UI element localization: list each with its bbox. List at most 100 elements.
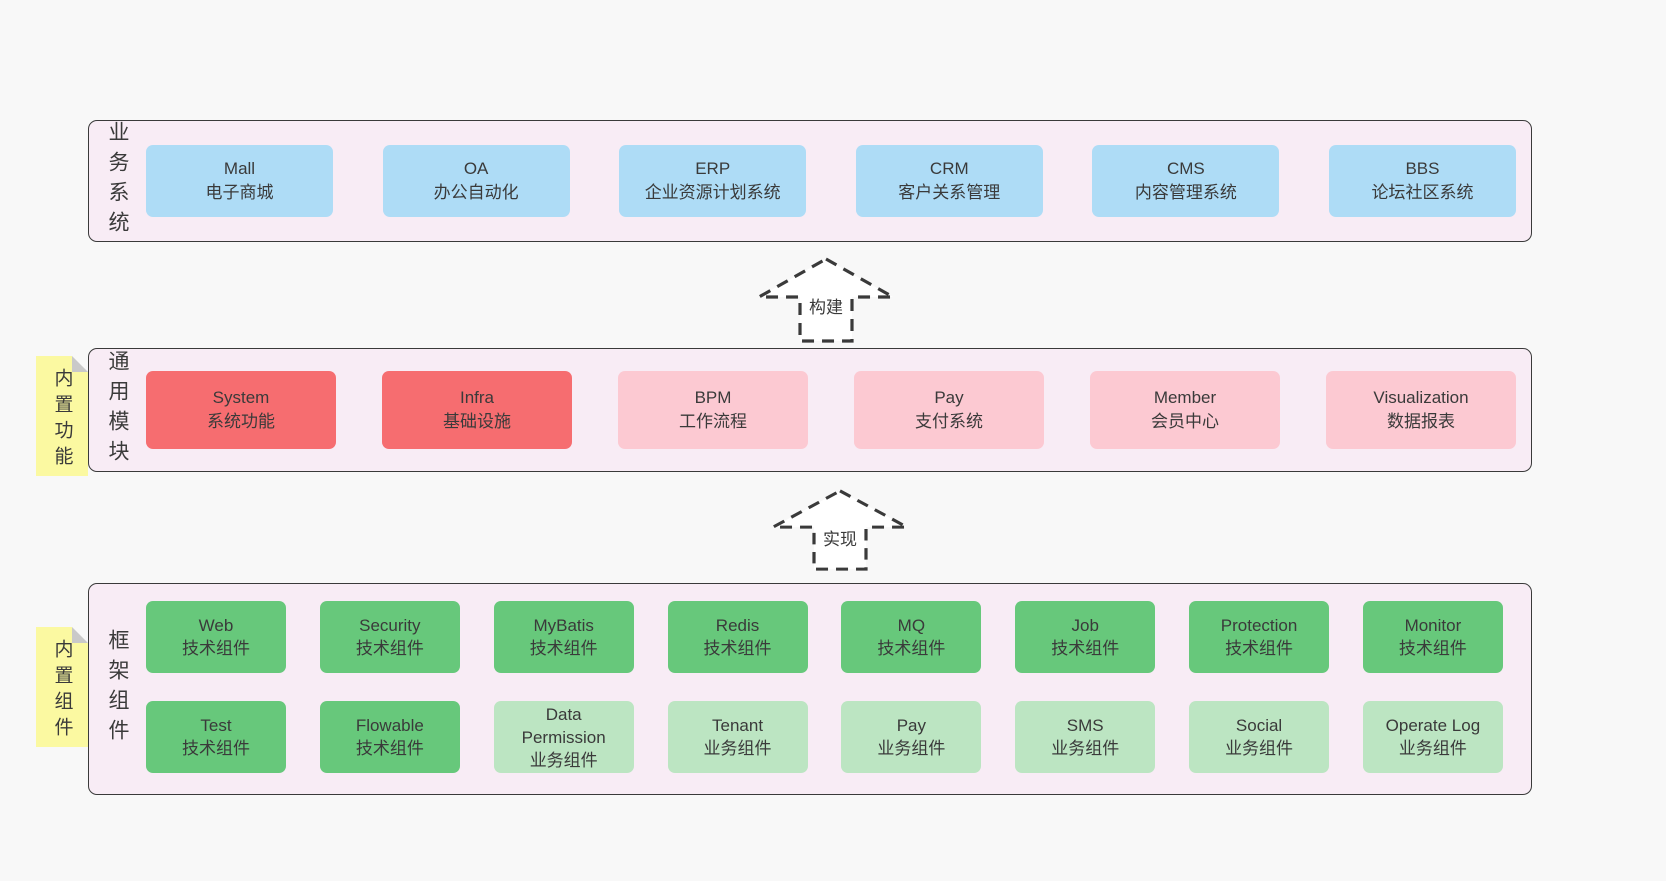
box-member: Member 会员中心 <box>1090 371 1280 449</box>
box-desc: 办公自动化 <box>433 183 519 202</box>
box-desc: 技术组件 <box>1398 639 1467 658</box>
box-redis: Redis 技术组件 <box>667 601 808 673</box>
arrow-label-implement: 实现 <box>820 524 860 551</box>
box-name: Tenant <box>712 716 764 735</box>
box-desc: 业务组件 <box>1225 739 1294 758</box>
box-desc: 系统功能 <box>207 412 275 431</box>
box-name: OA <box>463 159 489 178</box>
box-system: System 系统功能 <box>146 371 336 449</box>
box-desc: 论坛社区系统 <box>1371 183 1474 202</box>
box-name: Security <box>359 616 421 635</box>
box-desc: 业务组件 <box>703 739 772 758</box>
box-desc: 工作流程 <box>679 412 747 431</box>
box-pay: Pay 支付系统 <box>854 371 1044 449</box>
box-name: Pay <box>896 716 927 735</box>
box-crm: CRM 客户关系管理 <box>855 145 1043 217</box>
box-desc: 业务组件 <box>1398 739 1467 758</box>
box-flowable: Flowable 技术组件 <box>319 701 460 773</box>
box-pay: Pay 业务组件 <box>841 701 982 773</box>
box-desc: 技术组件 <box>529 639 598 658</box>
box-desc: 基础设施 <box>443 412 511 431</box>
box-desc: 电子商城 <box>205 183 274 202</box>
box-desc: 数据报表 <box>1387 412 1455 431</box>
box-desc: 客户关系管理 <box>898 183 1001 202</box>
box-desc: 业务组件 <box>877 739 946 758</box>
box-desc: 技术组件 <box>877 639 946 658</box>
box-name: Member <box>1153 388 1217 407</box>
box-name: Redis <box>715 616 760 635</box>
box-name: Monitor <box>1404 616 1462 635</box>
box-protection: Protection 技术组件 <box>1189 601 1330 673</box>
box-bpm: BPM 工作流程 <box>618 371 808 449</box>
sticky-note-built-in-components: 内置组件 <box>36 627 88 747</box>
box-job: Job 技术组件 <box>1015 601 1156 673</box>
box-desc: 会员中心 <box>1151 412 1219 431</box>
box-web: Web 技术组件 <box>146 601 286 673</box>
box-tenant: Tenant 业务组件 <box>667 701 808 773</box>
box-name: System <box>212 388 270 407</box>
side-label-framework-components: 框架组件 <box>106 629 129 749</box>
sticky-note-built-in-features: 内置功能 <box>36 356 88 476</box>
box-data-permission: Data Permission 业务组件 <box>493 701 634 773</box>
up-arrow-build: 构建 <box>756 256 896 344</box>
box-desc: 内容管理系统 <box>1134 183 1237 202</box>
box-oa: OA 办公自动化 <box>382 145 570 217</box>
box-name: BPM <box>694 388 732 407</box>
box-desc: 技术组件 <box>1225 639 1294 658</box>
box-bbs: BBS 论坛社区系统 <box>1328 145 1516 217</box>
box-desc: 业务组件 <box>1051 739 1120 758</box>
side-label-common-modules: 通用模块 <box>106 350 129 470</box>
box-name: CMS <box>1166 159 1205 178</box>
box-sms: SMS 业务组件 <box>1015 701 1156 773</box>
box-name: Social <box>1235 716 1283 735</box>
arrow-label-build: 构建 <box>806 292 846 319</box>
sticky-note-label: 内置组件 <box>51 639 73 743</box>
box-name: Pay <box>934 388 964 407</box>
box-test: Test 技术组件 <box>146 701 286 773</box>
box-name: SMS <box>1066 716 1104 735</box>
box-visualization: Visualization 数据报表 <box>1326 371 1516 449</box>
box-monitor: Monitor 技术组件 <box>1362 601 1503 673</box>
box-name: Mall <box>223 159 256 178</box>
box-name: Operate Log <box>1385 716 1481 735</box>
box-desc: 企业资源计划系统 <box>644 183 781 202</box>
box-name: BBS <box>1405 159 1440 178</box>
sticky-note-label: 内置功能 <box>51 368 73 472</box>
box-name: Job <box>1071 616 1099 635</box>
box-mall: Mall 电子商城 <box>146 145 333 217</box>
box-desc: 技术组件 <box>1051 639 1120 658</box>
up-arrow-implement: 实现 <box>770 488 910 572</box>
box-operate-log: Operate Log 业务组件 <box>1362 701 1503 773</box>
box-desc: 业务组件 <box>529 750 598 770</box>
box-name: Web <box>198 616 234 635</box>
box-name: Protection <box>1220 616 1298 635</box>
box-name: MyBatis <box>533 616 594 635</box>
box-desc: 技术组件 <box>703 639 772 658</box>
box-desc: 支付系统 <box>915 412 983 431</box>
box-name: Visualization <box>1373 388 1469 407</box>
box-name: Data Permission <box>521 704 606 747</box>
box-desc: 技术组件 <box>355 639 424 658</box>
box-security: Security 技术组件 <box>319 601 460 673</box>
box-desc: 技术组件 <box>355 739 424 758</box>
box-name: CRM <box>929 159 969 178</box>
box-social: Social 业务组件 <box>1189 701 1330 773</box>
box-mybatis: MyBatis 技术组件 <box>493 601 634 673</box>
side-label-business-systems: 业务系统 <box>106 121 129 241</box>
box-desc: 技术组件 <box>182 639 250 658</box>
box-desc: 技术组件 <box>182 739 250 758</box>
box-name: Test <box>200 716 232 735</box>
box-cms: CMS 内容管理系统 <box>1092 145 1280 217</box>
box-name: Flowable <box>355 716 424 735</box>
